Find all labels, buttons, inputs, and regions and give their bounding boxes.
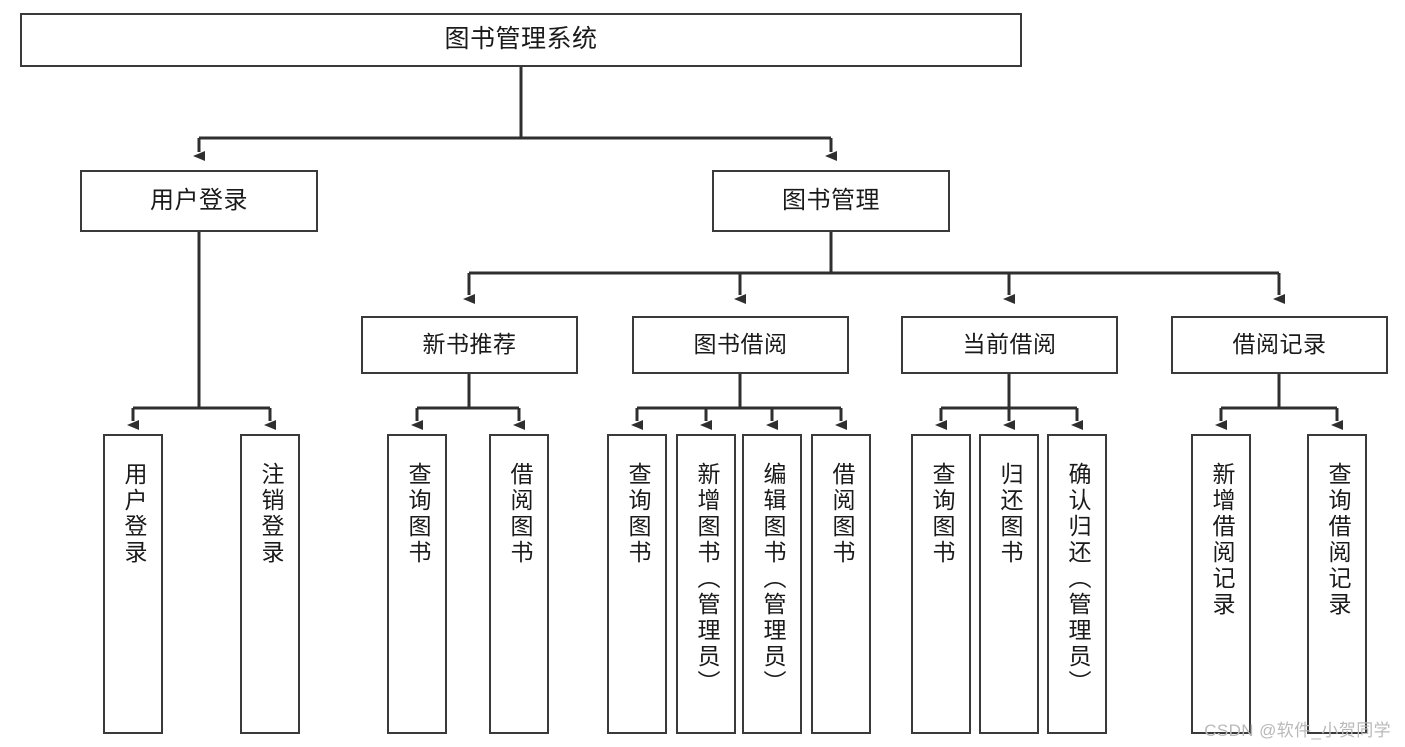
node-root-system[interactable]: 图书管理系统	[20, 13, 1022, 67]
node-book-management[interactable]: 图书管理	[712, 170, 950, 232]
leaf-add-book-admin[interactable]: 新增图书（管理员）	[676, 434, 736, 734]
node-label: 用户登录	[150, 186, 248, 214]
leaf-label: 用户登录	[120, 462, 147, 566]
leaf-edit-book-admin[interactable]: 编辑图书（管理员）	[742, 434, 802, 734]
leaf-label: 借阅图书	[828, 462, 855, 566]
leaf-label: 新增借阅记录	[1208, 462, 1235, 618]
leaf-query-book-new[interactable]: 查询图书	[387, 434, 447, 734]
node-new-book-recommend[interactable]: 新书推荐	[361, 316, 578, 374]
leaf-query-borrow-record[interactable]: 查询借阅记录	[1307, 434, 1367, 734]
leaf-confirm-return-admin[interactable]: 确认归还（管理员）	[1047, 434, 1107, 734]
node-book-borrow[interactable]: 图书借阅	[632, 316, 849, 374]
leaf-user-login[interactable]: 用户登录	[103, 434, 163, 734]
node-label: 图书借阅	[693, 331, 788, 358]
node-borrow-record[interactable]: 借阅记录	[1171, 316, 1388, 374]
leaf-add-borrow-record[interactable]: 新增借阅记录	[1191, 434, 1251, 734]
leaf-label: 注销登录	[257, 462, 284, 566]
node-label: 图书管理系统	[444, 25, 598, 54]
node-label: 新书推荐	[422, 331, 517, 358]
leaf-label: 查询图书	[404, 462, 431, 566]
leaf-label: 确认归还（管理员）	[1064, 462, 1091, 696]
leaf-return-book[interactable]: 归还图书	[979, 434, 1039, 734]
leaf-label: 编辑图书（管理员）	[759, 462, 786, 696]
leaf-label: 新增图书（管理员）	[693, 462, 720, 696]
node-user-login[interactable]: 用户登录	[80, 170, 318, 232]
leaf-query-book-current[interactable]: 查询图书	[911, 434, 971, 734]
node-current-borrow[interactable]: 当前借阅	[901, 316, 1118, 374]
node-label: 借阅记录	[1232, 331, 1327, 358]
leaf-borrow-book[interactable]: 借阅图书	[811, 434, 871, 734]
leaf-label: 借阅图书	[506, 462, 533, 566]
leaf-label: 查询图书	[928, 462, 955, 566]
leaf-query-book-borrow[interactable]: 查询图书	[607, 434, 667, 734]
node-label: 当前借阅	[962, 331, 1057, 358]
leaf-borrow-book-new[interactable]: 借阅图书	[489, 434, 549, 734]
leaf-logout[interactable]: 注销登录	[240, 434, 300, 734]
watermark-text: CSDN @软件_小贺同学	[1204, 721, 1391, 740]
node-label: 图书管理	[782, 186, 880, 214]
leaf-label: 查询图书	[624, 462, 651, 566]
leaf-label: 查询借阅记录	[1324, 462, 1351, 618]
leaf-label: 归还图书	[996, 462, 1023, 566]
